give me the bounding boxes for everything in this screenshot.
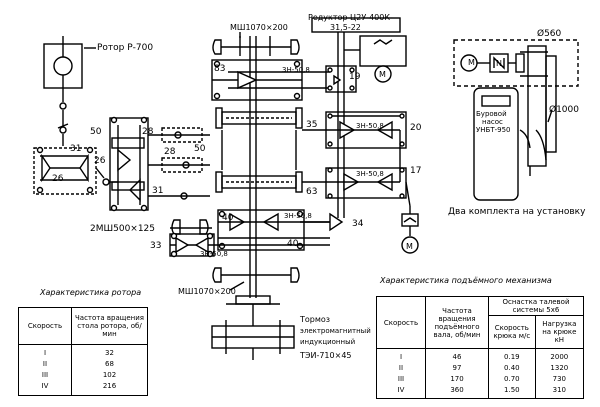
rotor-char-table: Скорость Частота вращения стола ротора, … xyxy=(18,307,148,396)
main-shaft xyxy=(211,36,330,360)
gear-20-label: 20 xyxy=(410,123,422,133)
gear-83-label: 83 xyxy=(214,64,225,74)
motor-top-label: M xyxy=(379,70,386,79)
speed-cell: IV xyxy=(18,381,72,396)
belt-label: N xyxy=(496,59,502,68)
table-row: III 170 0.70 730 xyxy=(376,374,585,385)
speed-cell: IV xyxy=(376,385,426,399)
clutch-bottom-label: МШ1070×200 xyxy=(178,287,236,296)
gear-35-label: 35 xyxy=(306,120,317,130)
table-header-row: Скорость крюка м/с Нагрузка на крюке кН xyxy=(377,315,585,349)
chain-3-label: 3Н-50,8 xyxy=(356,170,384,178)
gear-33-label: 33 xyxy=(150,241,161,251)
gear-50-label-b: 50 xyxy=(194,144,206,154)
brake-label-1: Тормоз xyxy=(299,315,330,324)
rotor-drive-assembly xyxy=(109,116,210,212)
load-cell: 2000 xyxy=(534,348,585,363)
col-group-header: Оснастка талевой системы 5х6 xyxy=(488,296,584,316)
gear-28-label-b: 28 xyxy=(164,147,176,157)
sheave-label: Ø560 xyxy=(537,28,562,39)
col-freq-header: Частота вращения подъёмного вала, об/мин xyxy=(425,296,489,349)
table-row: II 68 xyxy=(18,359,148,370)
gear-63-label: 63 xyxy=(306,187,317,197)
table-header-row: Скорость Частота вращения подъёмного вал… xyxy=(376,296,584,349)
chain-1-label: 3Н-50,8 xyxy=(282,66,310,74)
pump-motor-label: M xyxy=(468,58,475,67)
two-sets-label: Два комплекта на установку xyxy=(448,207,586,217)
gear-26-label: 26 xyxy=(52,174,64,184)
speed-cell: II xyxy=(18,359,72,370)
gear-26-label-b: 26 xyxy=(94,156,106,166)
gear-17-label: 17 xyxy=(410,166,421,176)
chain-4-label: 3Н-50,8 xyxy=(284,212,312,220)
gear-40-label-a: 40 xyxy=(222,213,234,223)
clutch-small-label: 2МШ500×125 xyxy=(90,224,155,234)
brake-label-2: электромагнитный xyxy=(300,327,371,335)
speed-cell: II xyxy=(376,363,426,374)
load-cell: 730 xyxy=(534,374,585,385)
table-row: I 46 0.19 2000 xyxy=(376,348,585,363)
gear-40-label-b: 40 xyxy=(287,239,299,249)
brake-label-3: индукционный xyxy=(300,338,355,346)
table-row: III 102 xyxy=(18,370,148,381)
gear-31-label: 31 xyxy=(70,144,81,154)
col-load-header: Нагрузка на крюке кН xyxy=(534,315,585,349)
speed-cell: III xyxy=(18,370,72,381)
pump-unit xyxy=(453,39,579,201)
chain-5-label: 3Н-50,8 xyxy=(200,250,228,258)
lift-char-title: Характеристика подъёмного механизма xyxy=(380,276,552,285)
speed-cell: I xyxy=(18,344,72,359)
gearbox-model-label: 31,5-22 xyxy=(330,23,361,32)
chain-2-label: 3Н-50,8 xyxy=(356,122,384,130)
gear-31-label-b: 31 xyxy=(152,186,163,196)
col-speed-header: Скорость xyxy=(376,296,426,349)
speed-cell: I xyxy=(376,348,426,363)
drum-label: Ø1000 xyxy=(549,104,579,115)
clutch-top-label: МШ1070×200 xyxy=(230,23,288,32)
pump-label-3: УНБТ-950 xyxy=(476,126,511,134)
hook-speed-cell: 1.50 xyxy=(488,385,536,399)
gearbox-label: Редуктор Ц2У-400К- xyxy=(308,13,393,22)
hook-speed-cell: 0.19 xyxy=(488,348,536,363)
speed-cell: III xyxy=(376,374,426,385)
rotor-transmission xyxy=(33,146,110,195)
freq-cell: 46 xyxy=(425,348,489,363)
motor-bottom-label: M xyxy=(406,242,413,251)
hook-speed-cell: 0.40 xyxy=(488,363,536,374)
col-speed-header: Скорость xyxy=(18,307,72,345)
freq-cell: 170 xyxy=(425,374,489,385)
rotor-symbol xyxy=(43,36,83,146)
freq-cell: 68 xyxy=(71,359,148,370)
freq-cell: 216 xyxy=(71,381,148,396)
load-cell: 310 xyxy=(534,385,585,399)
gear-50-label-a: 50 xyxy=(90,127,102,137)
gear-34-label: 34 xyxy=(352,219,364,229)
hook-speed-cell: 0.70 xyxy=(488,374,536,385)
brake-label-4: ТЭИ-710×45 xyxy=(299,351,352,360)
table-row: I 32 xyxy=(18,344,148,359)
lift-char-table: Скорость Частота вращения подъёмного вал… xyxy=(376,296,585,399)
table-row: IV 360 1.50 310 xyxy=(376,385,585,399)
col-freq-header: Частота вращения стола ротора, об/мин xyxy=(71,307,148,345)
gear-28-label-a: 28 xyxy=(142,127,154,137)
table-row: IV 216 xyxy=(18,381,148,396)
small-clutch xyxy=(169,219,330,258)
pump-label-1: Буровой xyxy=(476,110,507,118)
load-cell: 1320 xyxy=(534,363,585,374)
freq-cell: 102 xyxy=(71,370,148,381)
gear-19-label: 19 xyxy=(349,72,361,82)
freq-cell: 360 xyxy=(425,385,489,399)
freq-cell: 32 xyxy=(71,344,148,359)
rotor-label: Ротор Р-700 xyxy=(97,43,153,53)
table-row: II 97 0.40 1320 xyxy=(376,363,585,374)
table-header-row: Скорость Частота вращения стола ротора, … xyxy=(18,307,148,345)
gearbox-column xyxy=(300,17,419,254)
pump-label-2: насос xyxy=(482,118,503,126)
freq-cell: 97 xyxy=(425,363,489,374)
col-hook-speed-header: Скорость крюка м/с xyxy=(488,315,536,349)
rotor-char-title: Характеристика ротора xyxy=(40,288,142,297)
